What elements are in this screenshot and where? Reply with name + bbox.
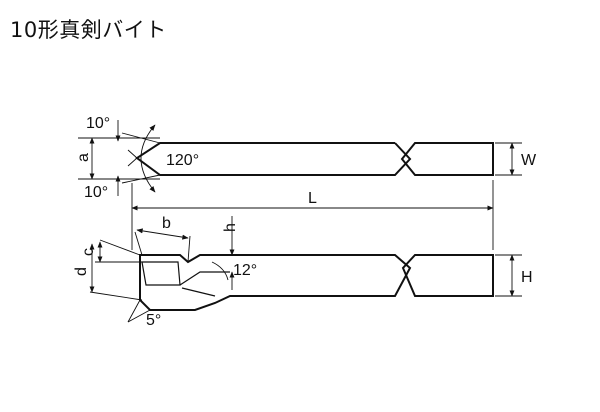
c-extension-top: [99, 239, 141, 256]
dimension-b-label: b: [162, 215, 171, 232]
clearance-line-b: [127, 309, 151, 323]
side-view-head: [139, 254, 412, 311]
drawing-title: 10形真剣バイト: [10, 18, 167, 42]
tip-angle-label: 120°: [166, 152, 199, 169]
clearance-line-a: [127, 299, 141, 323]
groove-lower-line: [181, 287, 216, 297]
angle-top-label: 10°: [86, 115, 110, 132]
dimension-d-label: d: [73, 267, 90, 276]
clearance-angle-label: 5°: [146, 312, 161, 329]
tip-angle-arc: [140, 124, 156, 193]
b-extension-right: [187, 235, 191, 263]
chip-breaker: [141, 261, 181, 286]
tip-angle-marker: [127, 149, 138, 167]
rake-face-line: [179, 271, 230, 286]
dimension-a-label: a: [75, 153, 92, 162]
length-dimension: [131, 180, 494, 250]
b-extension-left: [134, 231, 143, 256]
top-view: [78, 120, 522, 196]
side-view-body-right: [401, 254, 494, 297]
d-extension-bottom: [89, 291, 143, 301]
dimension-h-label: h: [222, 223, 239, 232]
side-view: [89, 216, 522, 323]
dimension-w-label: W: [521, 152, 537, 169]
rake-angle-arc: [211, 261, 229, 281]
dimension-big-h-label: H: [521, 269, 533, 286]
dimension-b: [136, 228, 189, 240]
dimension-l-label: L: [308, 190, 317, 207]
dimension-c-label: c: [80, 248, 97, 256]
top-view-body-right: [400, 142, 494, 176]
angle-bottom-label: 10°: [84, 184, 108, 201]
rake-angle-label: 12°: [233, 262, 257, 279]
